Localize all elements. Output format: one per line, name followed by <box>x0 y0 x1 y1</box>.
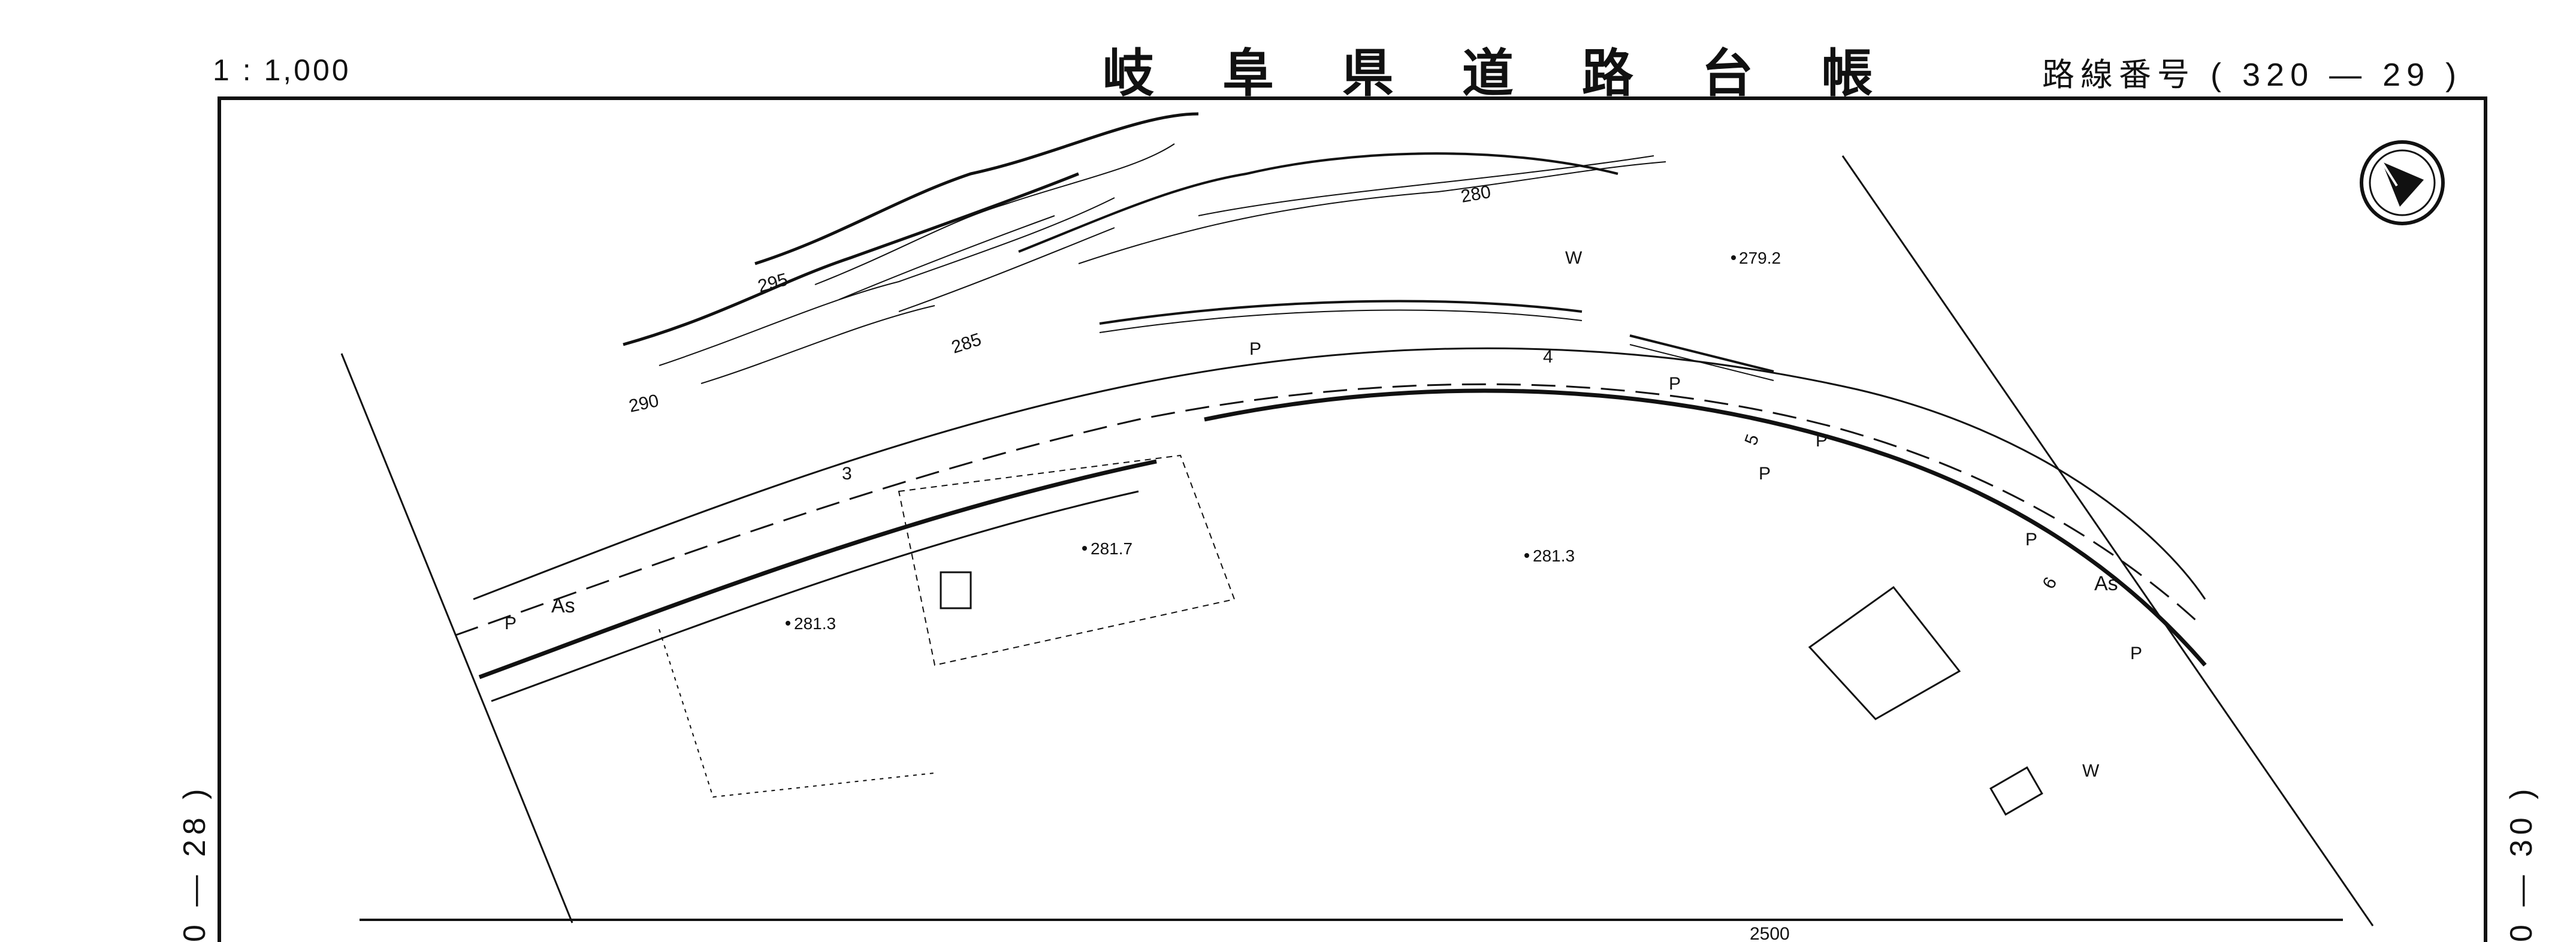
spot-height-label: 281.7 <box>1091 539 1133 558</box>
route-label: 路線番号 <box>2042 57 2196 93</box>
landuse-label: P <box>2025 530 2037 550</box>
section-number: 4 <box>1543 347 1553 367</box>
landuse-label: P <box>1816 431 1828 451</box>
buildings <box>659 454 2043 816</box>
north-arrow-icon <box>2360 140 2445 225</box>
sheet-boundary-right <box>1841 155 2374 926</box>
contour-label: 285 <box>949 330 984 358</box>
landuse-label: P <box>505 614 517 633</box>
route-number-block: 路線番号 ( 320 — 29 ) <box>2042 48 2462 95</box>
section-number: 3 <box>842 464 852 484</box>
pavement-label: As <box>551 594 575 617</box>
landuse-label: P <box>1759 464 1771 484</box>
landuse-label: P <box>1249 339 1261 359</box>
landuse-label: W <box>1565 248 1583 268</box>
landuse-label: P <box>2130 644 2142 663</box>
contour-labels: 295 290 285 280 <box>627 182 1493 416</box>
map-labels: As As P P P P P P P W W 3 4 5 6 2500 <box>505 248 2142 942</box>
section-number: 5 <box>1741 431 1763 448</box>
bottom-fragment-label: 2500 <box>1750 924 1790 942</box>
spot-height-label: 281.3 <box>794 614 836 633</box>
spot-height-label: 279.2 <box>1739 249 1781 267</box>
route-number: ( 320 — 29 ) <box>2210 57 2463 93</box>
contour-label: 290 <box>627 391 661 416</box>
pavement-label: As <box>2094 572 2118 595</box>
section-number: 6 <box>2039 574 2061 593</box>
building-block <box>1808 585 1961 720</box>
spot-heights: 279.2 281.7 281.3 281.3 <box>786 249 1781 633</box>
road <box>455 347 2207 702</box>
contour-lines <box>623 112 1666 384</box>
contour-label: 280 <box>1459 182 1492 207</box>
map-frame <box>218 96 2487 942</box>
sheet-boundary-left <box>340 353 573 923</box>
landuse-label: P <box>1669 374 1681 394</box>
contour-label: 295 <box>756 270 790 297</box>
spot-height-label: 281.3 <box>1533 547 1575 565</box>
map-scale: 1 : 1,000 <box>213 53 351 87</box>
landuse-label: W <box>2082 761 2100 781</box>
map-title: 岐 阜 県 道 路 台 帳 <box>1103 44 1898 104</box>
retaining-walls <box>1099 300 1774 381</box>
